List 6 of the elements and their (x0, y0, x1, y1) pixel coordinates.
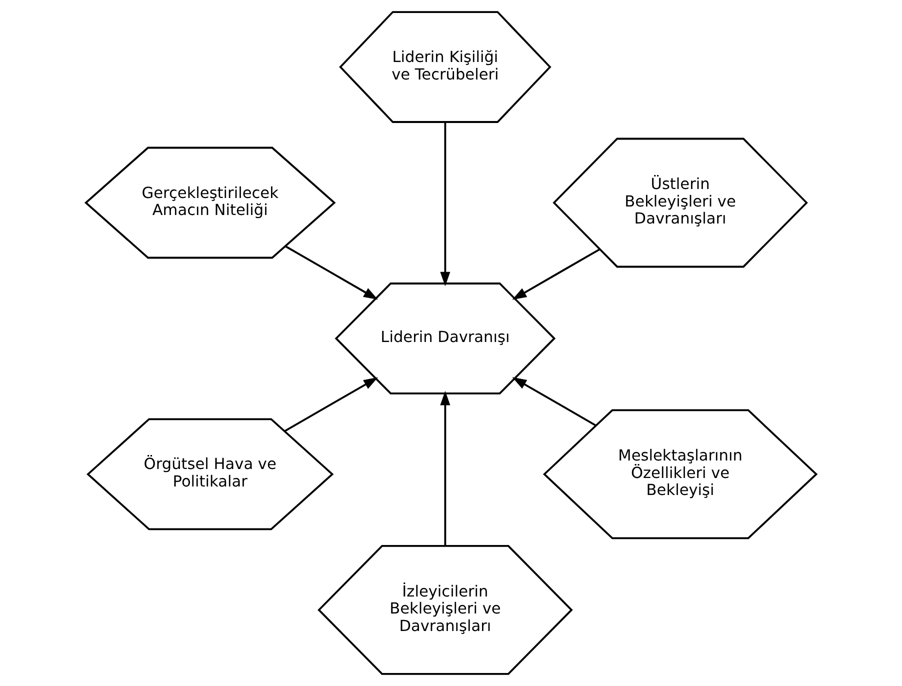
arrow (440, 390, 450, 546)
arrow (284, 377, 378, 432)
arrow (512, 248, 600, 300)
arrow (512, 377, 596, 426)
arrow (284, 245, 378, 300)
arrow (440, 122, 450, 286)
